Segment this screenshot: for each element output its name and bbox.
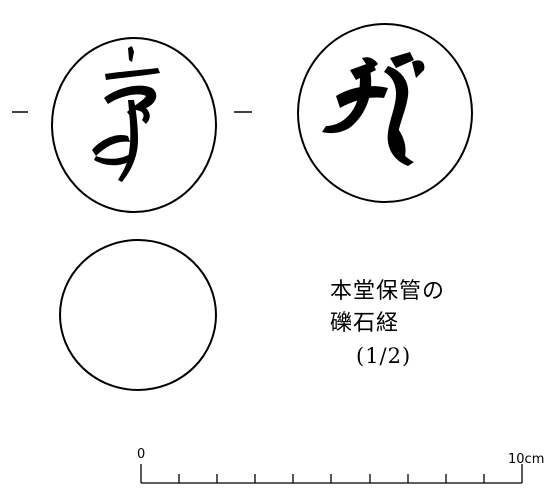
caption-line-2: 礫石経 [330, 311, 400, 336]
stone-3-outline [59, 239, 217, 391]
stone-3 [59, 239, 217, 391]
siddham-glyph-2-icon [322, 52, 425, 166]
caption-line-1: 本堂保管の [330, 279, 446, 304]
stone-1 [51, 37, 217, 213]
stone-2 [297, 23, 473, 203]
siddham-glyph-1-icon [92, 46, 160, 182]
figure-caption: 本堂保管の 礫石経 (1/2) [330, 276, 445, 372]
scale-end-label: 10cm [508, 452, 545, 467]
caption-scale-note: (1/2) [356, 344, 412, 368]
stone-1-outline [51, 37, 217, 213]
scale-bar [140, 464, 523, 484]
stone-2-outline [297, 23, 473, 203]
scale-start-label: 0 [137, 447, 146, 462]
